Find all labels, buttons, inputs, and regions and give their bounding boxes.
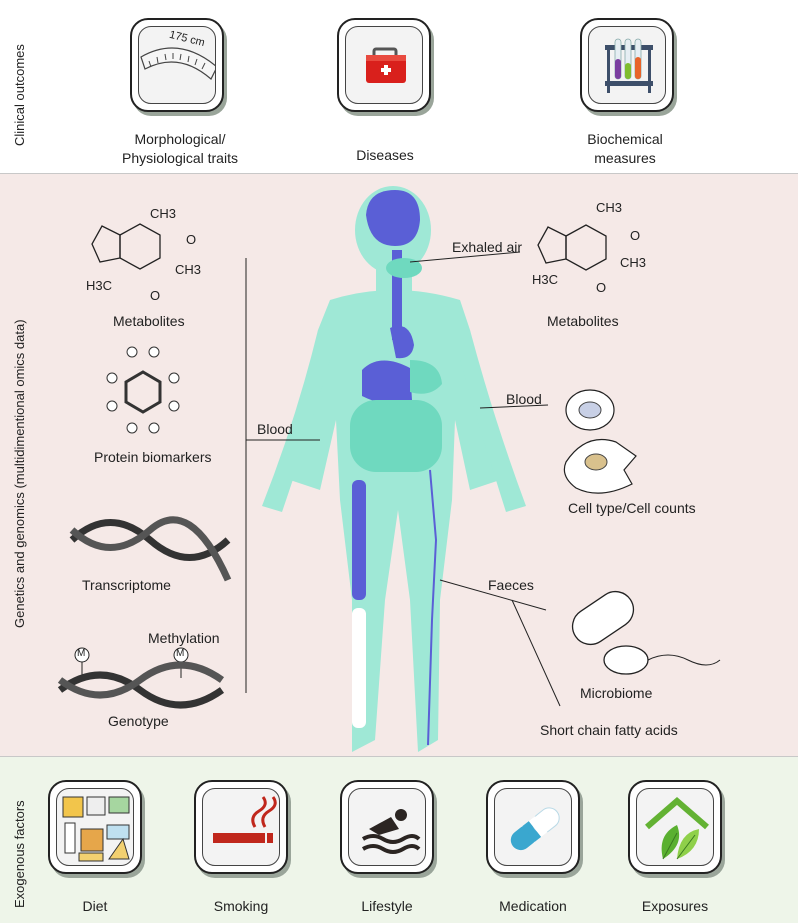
morphological-tile: 175 cm [130, 18, 224, 112]
mol-left-o1: O [186, 232, 197, 247]
exposures-caption: Exposures [641, 898, 709, 914]
left-blood-label: Blood [257, 421, 293, 437]
tibia [352, 608, 366, 728]
faeces-label: Faeces [488, 577, 534, 593]
capsule-icon [494, 788, 572, 866]
clinical-caption-diseases: Diseases [356, 147, 414, 163]
first-aid-kit-icon [345, 26, 423, 104]
cell-nucleus-2 [584, 453, 608, 471]
microbiome-label: Microbiome [580, 685, 653, 701]
mol-left-ch3-right: CH3 [175, 262, 202, 277]
mol-left-o2: O [150, 288, 161, 303]
trachea [392, 250, 402, 340]
liver [410, 360, 442, 394]
mol-right-o1: O [630, 228, 641, 243]
lifestyle-caption: Lifestyle [361, 898, 413, 914]
ruler-icon: 175 cm [138, 26, 216, 104]
right-blood-label: Blood [506, 391, 542, 407]
diet-caption: Diet [82, 898, 108, 914]
heart [390, 326, 414, 359]
medication-caption: Medication [499, 898, 567, 914]
genotype-label: Genotype [108, 713, 169, 729]
exhaled-air-label: Exhaled air [452, 239, 523, 255]
clinical-caption-biochemical: Biochemical measures [555, 130, 695, 168]
intestines [350, 400, 442, 472]
divider-bottom [0, 756, 798, 757]
protein-biomarkers-label: Protein biomarkers [94, 449, 212, 465]
left-metabolites-label: Metabolites [113, 313, 185, 329]
test-tubes-icon [588, 26, 666, 104]
smoking-caption: Smoking [213, 898, 269, 914]
transcriptome-helix [69, 516, 232, 582]
metabolite-molecule-right [537, 224, 607, 271]
caption-line: Morphological/ [134, 131, 226, 147]
organs [350, 190, 442, 746]
medication-tile [486, 780, 580, 874]
smoking-tile [194, 780, 288, 874]
caption-line: Biochemical [587, 131, 663, 147]
brain [366, 190, 420, 246]
exposures-tile [628, 780, 722, 874]
methylation-label: Methylation [148, 630, 220, 646]
sinus [386, 258, 422, 278]
protein-nodes [106, 346, 180, 434]
diet-tile [48, 780, 142, 874]
mol-right-ch3-right: CH3 [620, 255, 647, 270]
genotype-helix [57, 661, 225, 709]
swimmer-icon [348, 788, 426, 866]
methylation-markers [74, 647, 189, 663]
diseases-tile [337, 18, 431, 112]
biochemical-tile [580, 18, 674, 112]
connector-lines [245, 251, 561, 707]
cell-counts-label: Cell type/Cell counts [568, 500, 696, 516]
mol-right-h3c: H3C [532, 272, 559, 287]
caption-line: Physiological traits [122, 150, 238, 166]
bacterium-2 [603, 645, 649, 675]
methyl-marker-2: M [176, 648, 185, 659]
femur [352, 480, 366, 600]
cigarette-icon [202, 788, 280, 866]
mol-right-o2: O [596, 280, 607, 295]
flagellum [647, 654, 721, 666]
house-leaf-icon [636, 788, 714, 866]
right-metabolites-label: Metabolites [547, 313, 619, 329]
lifestyle-tile [340, 780, 434, 874]
metabolite-molecule-left [91, 223, 161, 270]
transcriptome-label: Transcriptome [82, 577, 171, 593]
protein-ring [124, 370, 162, 414]
bacterium-1 [571, 590, 635, 646]
methyl-marker-1: M [77, 648, 86, 659]
mol-right-ch3-top: CH3 [596, 200, 623, 215]
mol-left-ch3-top: CH3 [150, 206, 177, 221]
mol-left-h3c: H3C [86, 278, 113, 293]
stomach [362, 360, 412, 405]
scfa-label: Short chain fatty acids [540, 722, 678, 738]
vein [427, 469, 438, 746]
food-icon [56, 788, 134, 866]
divider-top [0, 173, 798, 174]
clinical-caption-morphological: Morphological/ Physiological traits [105, 130, 255, 168]
cell-nucleus [578, 401, 602, 419]
caption-line: measures [594, 150, 656, 166]
